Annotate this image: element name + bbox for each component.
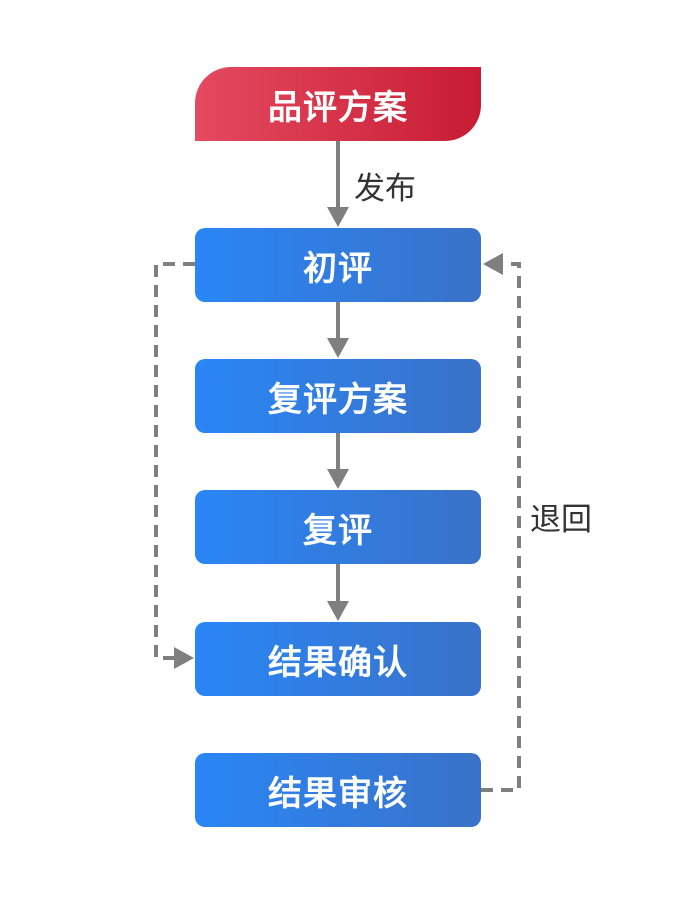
step-node-review-plan: 复评方案: [195, 359, 481, 433]
dashed-arrow-return-to-initial: [481, 253, 521, 792]
step-node-label: 初评: [303, 248, 373, 289]
start-node-label: 品评方案: [268, 87, 408, 128]
step-node-label: 复评方案: [268, 379, 408, 420]
step-node-label: 结果确认: [268, 642, 408, 683]
arrow-review-plan-to-review: [327, 433, 349, 489]
step-node-label: 复评: [303, 510, 373, 551]
arrow-review-to-result-confirm: [327, 564, 349, 621]
start-node-tasting-plan: 品评方案: [195, 67, 481, 141]
edge-label-publish: 发布: [354, 171, 416, 207]
dashed-arrow-initial-to-result-confirm: [154, 262, 195, 669]
step-node-label: 结果审核: [268, 773, 408, 814]
step-node-review: 复评: [195, 490, 481, 564]
edge-label-return: 退回: [530, 502, 592, 538]
step-node-result-confirm: 结果确认: [195, 622, 481, 696]
step-node-initial-review: 初评: [195, 228, 481, 302]
step-node-result-audit: 结果审核: [195, 753, 481, 827]
arrow-start-to-initial-review: [327, 141, 349, 227]
arrow-initial-to-review-plan: [327, 302, 349, 358]
